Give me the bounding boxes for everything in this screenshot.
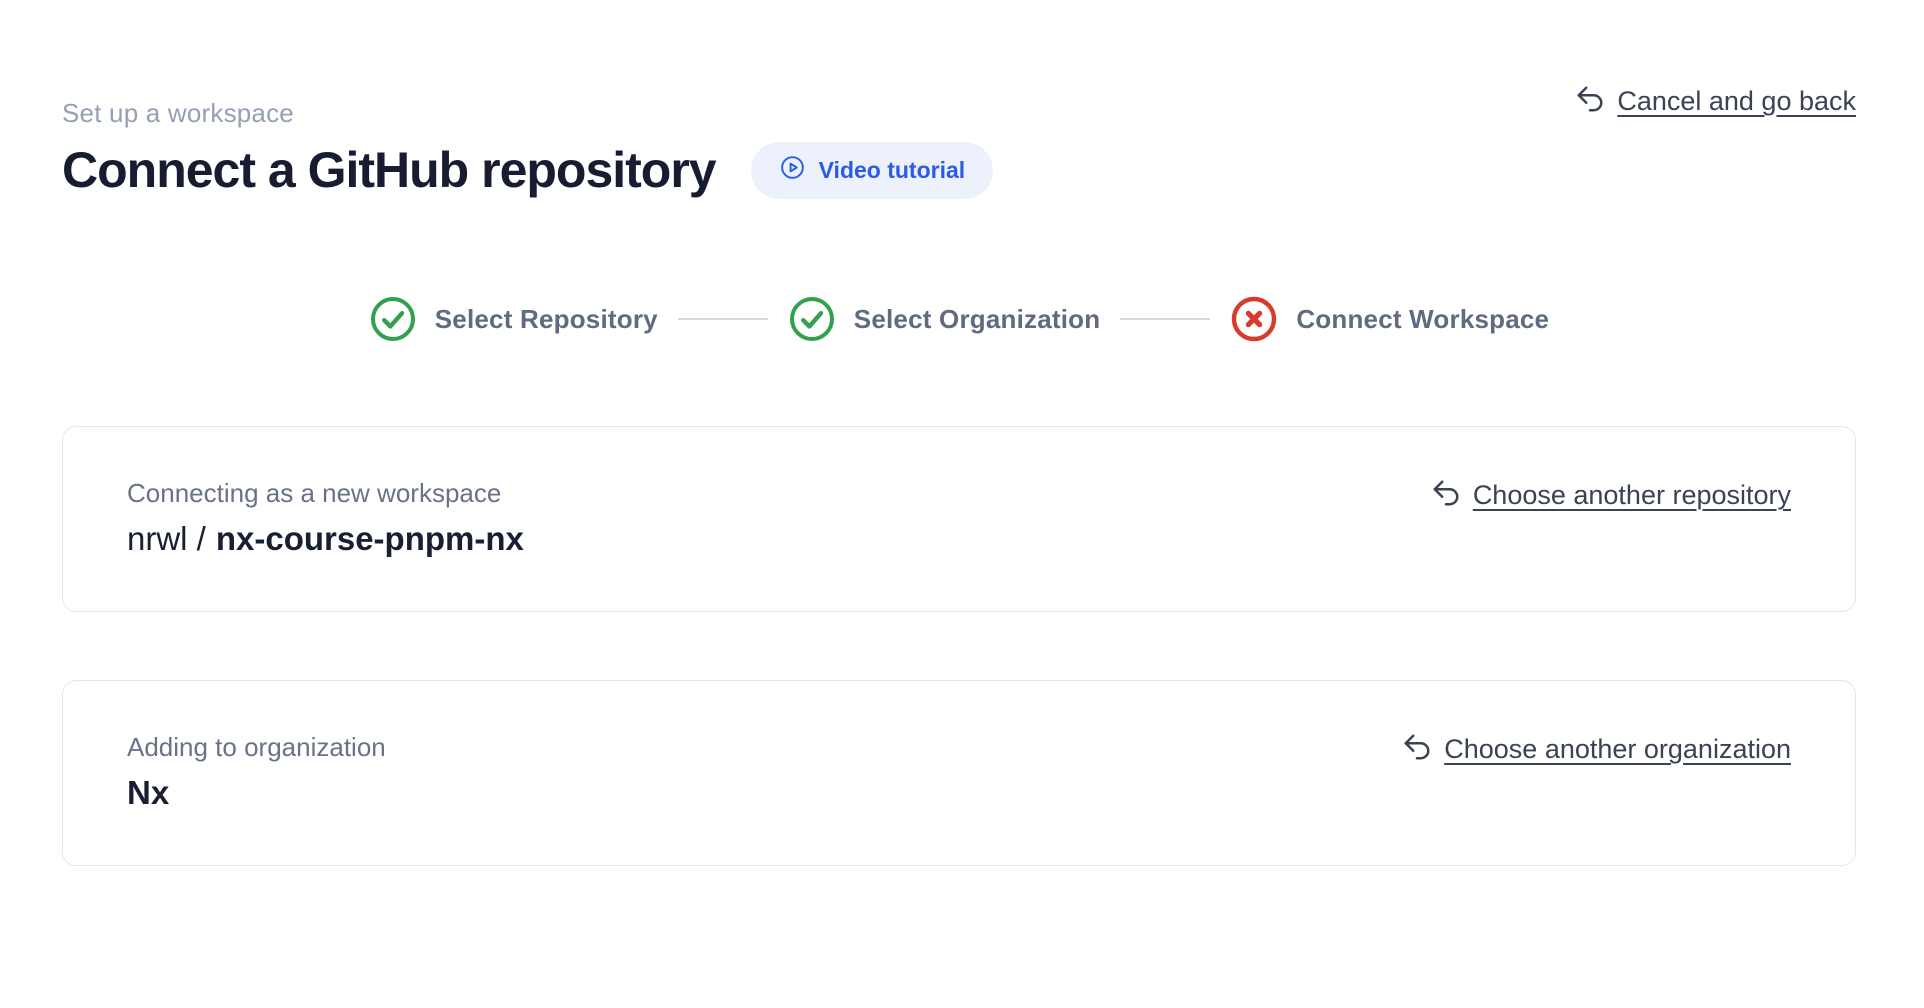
organization-name: Nx <box>127 774 170 811</box>
step-connect-workspace: Connect Workspace <box>1230 295 1549 343</box>
video-tutorial-button[interactable]: Video tutorial <box>750 141 994 199</box>
cancel-link-label: Cancel and go back <box>1617 86 1856 116</box>
undo-arrow-icon <box>1431 478 1461 513</box>
play-circle-icon <box>779 154 806 187</box>
step-connector <box>1120 318 1211 320</box>
x-circle-icon <box>1230 295 1278 343</box>
organization-card-label: Adding to organization <box>127 732 386 762</box>
check-circle-icon <box>788 295 836 343</box>
repository-card-info: Connecting as a new workspace nrwl /nx-c… <box>127 477 524 559</box>
undo-arrow-icon <box>1575 84 1605 119</box>
page-title: Connect a GitHub repository <box>62 142 717 198</box>
choose-another-repository-label: Choose another repository <box>1472 480 1791 510</box>
repository-card-label: Connecting as a new workspace <box>127 478 502 508</box>
repository-card: Connecting as a new workspace nrwl /nx-c… <box>62 426 1856 612</box>
step-label: Select Repository <box>434 303 658 334</box>
repository-owner: nrwl / <box>127 520 206 557</box>
organization-card: Adding to organization Nx Choose another… <box>62 680 1856 866</box>
step-connector <box>677 318 768 320</box>
setup-workspace-page: Set up a workspace Cancel and go back Co… <box>0 84 1924 1008</box>
video-tutorial-label: Video tutorial <box>818 156 966 183</box>
choose-another-organization-label: Choose another organization <box>1444 734 1791 764</box>
choose-another-repository-link[interactable]: Choose another repository <box>1431 478 1791 513</box>
header-top: Set up a workspace Cancel and go back <box>62 84 1856 129</box>
organization-card-info: Adding to organization Nx <box>127 731 386 813</box>
repository-repo: nx-course-pnpm-nx <box>215 520 524 557</box>
check-circle-icon <box>369 295 417 343</box>
setup-stepper: Select Repository Select Organization Co… <box>62 295 1856 343</box>
choose-another-organization-link[interactable]: Choose another organization <box>1402 732 1791 767</box>
step-select-organization: Select Organization <box>788 295 1101 343</box>
step-label: Connect Workspace <box>1296 303 1550 334</box>
undo-arrow-icon <box>1402 732 1432 767</box>
step-select-repository: Select Repository <box>369 295 658 343</box>
step-label: Select Organization <box>853 303 1101 334</box>
header-main: Connect a GitHub repository Video tutori… <box>62 141 1856 199</box>
repository-name: nrwl /nx-course-pnpm-nx <box>127 519 524 559</box>
eyebrow-label: Set up a workspace <box>62 98 294 128</box>
cancel-and-go-back-link[interactable]: Cancel and go back <box>1575 84 1856 119</box>
